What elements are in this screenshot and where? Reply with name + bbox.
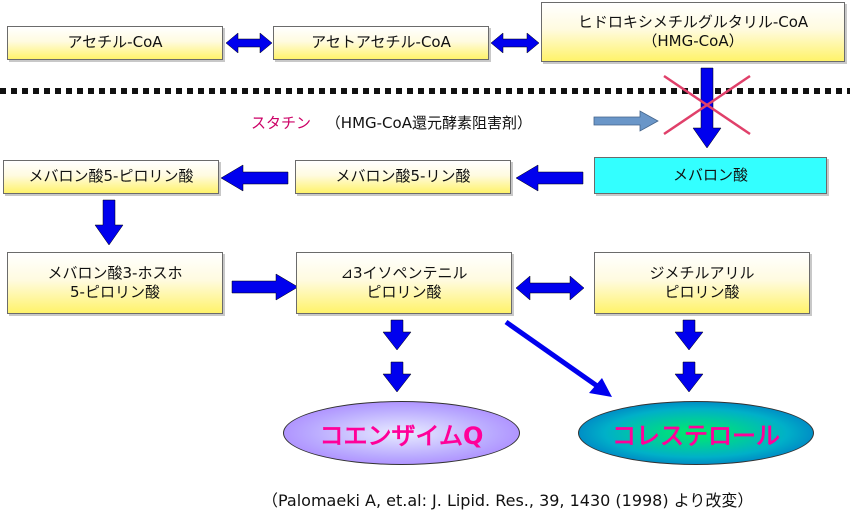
arrow-ipp-down-2 xyxy=(382,361,412,393)
box-mevalonate-5pp: メバロン酸5-ピロリン酸 xyxy=(3,160,219,194)
ellipse-cholesterol: コレステロール xyxy=(578,401,814,465)
box-mevalonic-acid-label: メバロン酸 xyxy=(672,165,748,184)
box-mevalonate-3p5pp: メバロン酸3-ホスホ 5-ピロリン酸 xyxy=(7,252,223,314)
citation: （Palomaeki A, et.al: J. Lipid. Res., 39,… xyxy=(262,491,754,510)
arrow-hmg-to-mevalonic xyxy=(692,67,722,149)
box-dmapp: ジメチルアリル ピロリン酸 xyxy=(594,252,810,314)
box-ipp-line1: ⊿3イソペンテニル xyxy=(340,263,468,282)
box-ipp-line2: ピロリン酸 xyxy=(366,283,442,301)
arrow-5pp-down xyxy=(94,199,124,246)
box-mevalonate-5pp-label: メバロン酸5-ピロリン酸 xyxy=(28,167,194,186)
cholesterol-label: コレステロール xyxy=(612,421,780,450)
arrow-ipp-down-1 xyxy=(382,319,412,351)
statin-label: スタチン （HMG-CoA還元酵素阻害剤） xyxy=(251,112,532,133)
arrow-3p5pp-to-ipp xyxy=(231,273,299,301)
box-mevalonate-5p: メバロン酸5-リン酸 xyxy=(295,160,511,194)
statin-name: スタチン xyxy=(251,114,312,132)
box-hmg-coa-line2: （HMG-CoA） xyxy=(642,32,744,50)
arrow-ipp-to-cholesterol xyxy=(504,319,602,391)
box-mevalonic-acid: メバロン酸 xyxy=(594,157,827,194)
box-mevalonate-3p5pp-line1: メバロン酸3-ホスホ xyxy=(47,263,183,282)
coenzyme-q-label: コエンザイムQ xyxy=(319,421,484,450)
double-arrow-acetyl-acetoacetyl xyxy=(225,32,273,54)
box-acetyl-coa: アセチル-CoA xyxy=(7,26,223,60)
arrow-5p-to-5pp xyxy=(220,164,289,192)
box-acetoacetyl-coa: アセトアセチル-CoA xyxy=(273,26,489,60)
arrow-dmapp-down-2 xyxy=(674,361,704,393)
cross-line-2 xyxy=(663,74,751,136)
box-dmapp-line2: ピロリン酸 xyxy=(664,283,740,301)
box-dmapp-line1: ジメチルアリル xyxy=(649,263,755,282)
statin-description: （HMG-CoA還元酵素阻害剤） xyxy=(325,114,532,132)
arrow-ipp-to-cholesterol-head xyxy=(589,378,612,397)
box-acetoacetyl-coa-label: アセトアセチル-CoA xyxy=(311,33,451,52)
box-mevalonate-5p-label: メバロン酸5-リン酸 xyxy=(335,167,471,186)
double-arrow-ipp-dmapp xyxy=(515,275,585,301)
statin-arrow xyxy=(593,110,659,132)
arrow-dmapp-down-1 xyxy=(674,319,704,351)
box-acetyl-coa-label: アセチル-CoA xyxy=(67,33,163,52)
box-hmg-coa: ヒドロキシメチルグルタリル-CoA （HMG-CoA） xyxy=(541,2,845,62)
box-mevalonate-3p5pp-line2: 5-ピロリン酸 xyxy=(70,283,160,301)
double-arrow-acetoacetyl-hmg xyxy=(490,32,540,54)
arrow-mevalonic-to-5p xyxy=(515,164,584,192)
box-ipp: ⊿3イソペンテニル ピロリン酸 xyxy=(296,252,512,314)
box-hmg-coa-line1: ヒドロキシメチルグルタリル-CoA xyxy=(577,12,809,31)
ellipse-coenzyme-q: コエンザイムQ xyxy=(283,401,520,465)
